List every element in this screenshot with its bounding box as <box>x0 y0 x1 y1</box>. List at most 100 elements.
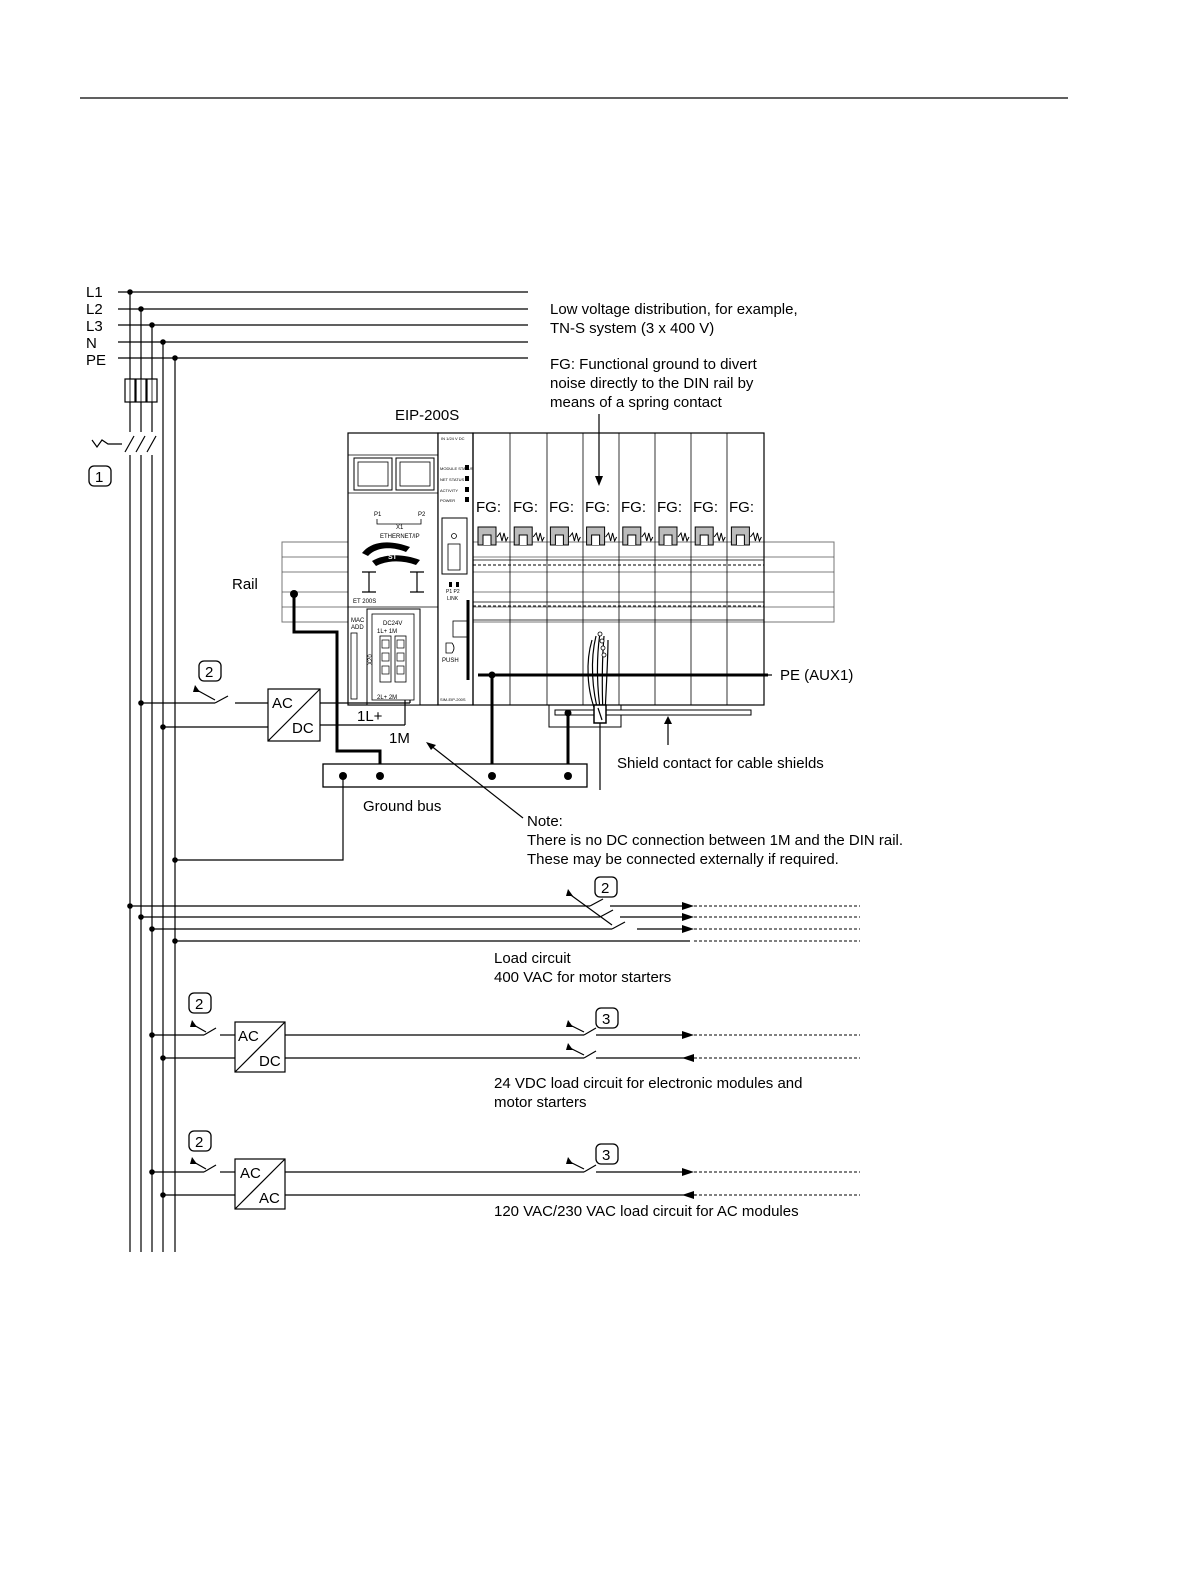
svg-text:LINK: LINK <box>447 596 459 602</box>
svg-text:FG:: FG: <box>476 499 501 516</box>
fg-contact-icon <box>549 526 581 546</box>
ground-bus: Ground bus <box>172 763 588 863</box>
logo-icon: ST <box>362 542 420 566</box>
fuse-block <box>124 378 158 432</box>
svg-text:2L+ 2M: 2L+ 2M <box>377 695 397 701</box>
fg-contact-icon <box>694 526 726 546</box>
svg-text:TN-S system (3 x 400 V): TN-S system (3 x 400 V) <box>550 320 714 337</box>
note: Note: There is no DC connection between … <box>426 742 903 868</box>
svg-text:ET 200S: ET 200S <box>353 599 376 605</box>
head-module: IN 1/24 V DC MODULE STATUS NET STATUS AC… <box>437 432 474 706</box>
module-supply: 2 AC DC 1L+ 1M <box>138 660 411 747</box>
svg-text:2: 2 <box>601 880 609 897</box>
bus-label-n: N <box>86 335 97 352</box>
svg-text:AC: AC <box>240 1165 261 1182</box>
svg-text:Note:: Note: <box>527 813 563 830</box>
svg-text:These may be connected externa: These may be connected externally if req… <box>527 851 839 868</box>
cable-bundle <box>587 631 609 790</box>
supply-bars <box>118 289 528 361</box>
svg-text:2: 2 <box>205 664 213 681</box>
bus-label-l3: L3 <box>86 318 103 335</box>
fg-spring-contacts <box>477 526 762 546</box>
pe-aux-bar: PE (AUX1) <box>478 667 853 776</box>
svg-text:DC: DC <box>292 720 314 737</box>
fg-labels: FG: FG: FG: FG: FG: FG: FG: FG: <box>476 499 754 516</box>
svg-text:3: 3 <box>602 1011 610 1028</box>
load-circuit-24vdc: 2 AC DC 3 24 VDC load circuit for electr… <box>149 992 860 1111</box>
svg-text:FG:: FG: <box>693 499 718 516</box>
svg-text:motor starters: motor starters <box>494 1094 587 1111</box>
rail-ground-wire <box>290 590 382 776</box>
svg-text:noise directly to the DIN rail: noise directly to the DIN rail by <box>550 375 754 392</box>
load-circuit-ac: 2 AC AC 3 120 VAC/230 VAC load circuit f… <box>149 1130 860 1220</box>
module-title: EIP-200S <box>395 407 459 424</box>
interface-module: P1 P2 X1 ETHERNET/IP ST ET 200S MAC ADD … <box>347 432 439 706</box>
svg-text:2: 2 <box>195 996 203 1013</box>
pe-aux-label: PE (AUX1) <box>780 667 853 684</box>
svg-text:Low voltage distribution, for: Low voltage distribution, for example, <box>550 301 798 318</box>
bus-label-l1: L1 <box>86 284 103 301</box>
svg-text:FG:: FG: <box>585 499 610 516</box>
ground-bus-label: Ground bus <box>363 798 441 815</box>
supply-1l-label: 1L+ <box>357 708 383 725</box>
svg-text:P2: P2 <box>418 512 426 518</box>
svg-text:FG:: FG: <box>549 499 574 516</box>
fg-contact-icon <box>586 526 618 546</box>
bus-label-l2: L2 <box>86 301 103 318</box>
svg-text:P1: P1 <box>374 512 382 518</box>
svg-text:Load circuit: Load circuit <box>494 950 572 967</box>
fg-contact-icon <box>730 526 762 546</box>
svg-text:MAC: MAC <box>351 618 365 624</box>
svg-text:ETHERNET/IP: ETHERNET/IP <box>380 534 420 540</box>
shield-label: Shield contact for cable shields <box>617 755 824 772</box>
io-slots <box>472 432 765 706</box>
fg-contact-icon <box>622 526 654 546</box>
svg-text:24 VDC load circuit for electr: 24 VDC load circuit for electronic modul… <box>494 1075 802 1092</box>
svg-text:AC: AC <box>259 1190 280 1207</box>
svg-text:DC: DC <box>259 1053 281 1070</box>
svg-text:SIM-EIP-200S: SIM-EIP-200S <box>440 697 466 702</box>
svg-text:There is no DC connection betw: There is no DC connection between 1M and… <box>527 832 903 849</box>
bus-label-pe: PE <box>86 352 106 369</box>
supply-1m-label: 1M <box>389 730 410 747</box>
svg-text:DC24V: DC24V <box>383 621 402 627</box>
distribution-callout: Low voltage distribution, for example, T… <box>550 301 798 337</box>
svg-text:FG:: FG: <box>621 499 646 516</box>
svg-text:FG: Functional ground to diver: FG: Functional ground to divert <box>550 356 758 373</box>
svg-text:400 VAC for motor starters: 400 VAC for motor starters <box>494 969 671 986</box>
bus-labels: L1 L2 L3 N PE <box>86 284 106 369</box>
svg-text:ACTIVITY: ACTIVITY <box>440 488 458 493</box>
svg-text:means of a spring contact: means of a spring contact <box>550 394 723 411</box>
svg-text:PUSH: PUSH <box>442 658 459 664</box>
svg-text:FG:: FG: <box>729 499 754 516</box>
rail-label: Rail <box>232 576 258 593</box>
fg-contact-icon <box>513 526 545 546</box>
fg-contact-icon <box>477 526 509 546</box>
svg-text:AC: AC <box>272 695 293 712</box>
svg-text:X20: X20 <box>368 654 374 665</box>
svg-text:ADD: ADD <box>351 625 364 631</box>
svg-text:1: 1 <box>95 469 103 486</box>
svg-text:1L+ 1M: 1L+ 1M <box>377 629 397 635</box>
fg-callout: FG: Functional ground to divert noise di… <box>550 356 758 486</box>
fg-contact-icon <box>658 526 690 546</box>
load-circuit-400vac: 2 Load circuit 400 VAC for motor starter… <box>127 876 860 986</box>
svg-text:AC: AC <box>238 1028 259 1045</box>
svg-text:120 VAC/230 VAC load circuit f: 120 VAC/230 VAC load circuit for AC modu… <box>494 1203 799 1220</box>
svg-text:POWER: POWER <box>440 498 455 503</box>
svg-text:MODULE STATUS: MODULE STATUS <box>440 466 474 471</box>
svg-text:FG:: FG: <box>657 499 682 516</box>
marker-1: 1 <box>88 465 112 487</box>
svg-text:ST: ST <box>388 554 398 561</box>
main-switch-icon <box>91 435 157 1252</box>
svg-text:2: 2 <box>195 1134 203 1151</box>
svg-text:3: 3 <box>602 1147 610 1164</box>
svg-text:P1 P2: P1 P2 <box>446 589 460 595</box>
svg-text:NET STATUS: NET STATUS <box>440 477 465 482</box>
svg-text:IN 1/24 V DC: IN 1/24 V DC <box>441 436 465 441</box>
svg-text:FG:: FG: <box>513 499 538 516</box>
svg-text:X1: X1 <box>396 525 404 531</box>
feeder-lines <box>129 292 176 1252</box>
shield-contact: Shield contact for cable shields <box>548 704 824 776</box>
